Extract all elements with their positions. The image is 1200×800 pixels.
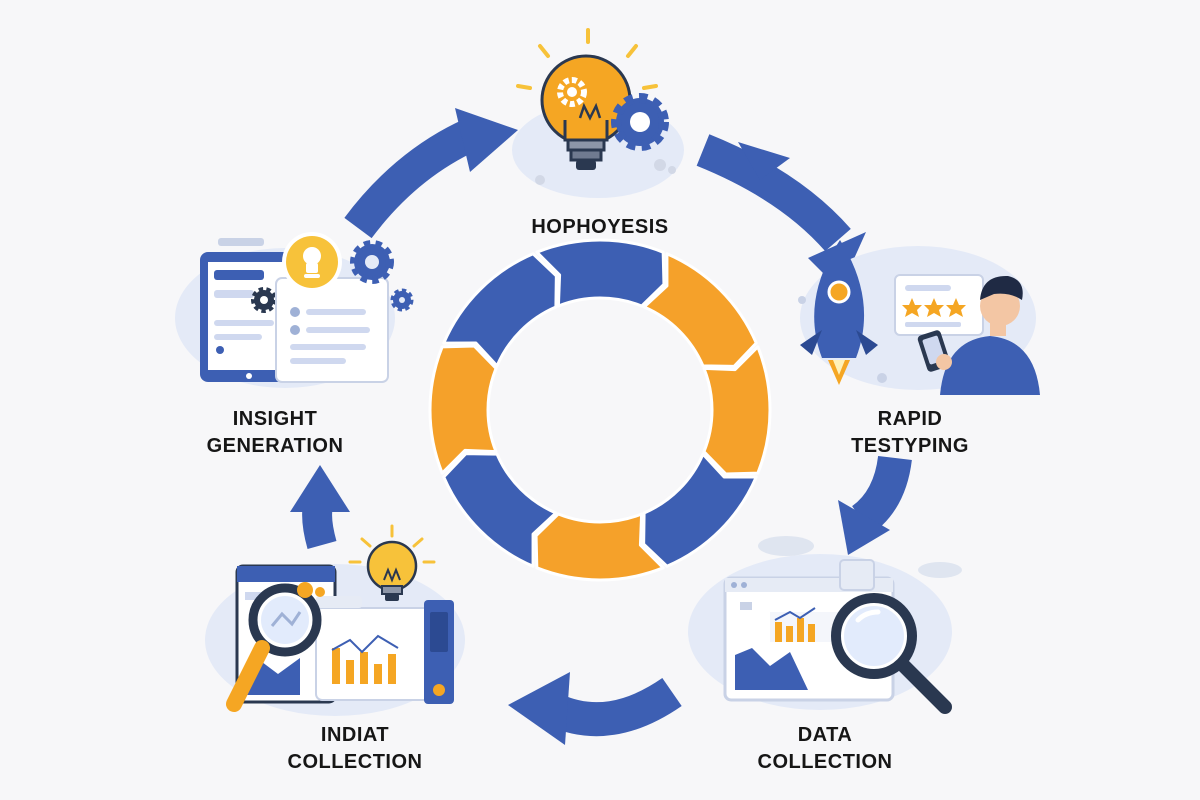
- lightbulb-icon: [282, 232, 342, 292]
- stage-label-data-line1: DATA: [797, 724, 853, 746]
- stage-label-rapid-line2: TESTYPING: [851, 435, 969, 457]
- gear-icon: [350, 240, 394, 284]
- hypothesis-illustration: [512, 28, 684, 198]
- ring-segment-7: [428, 344, 498, 475]
- ring-segment-1: [535, 238, 666, 308]
- lightbulb-icon: [348, 524, 436, 601]
- stage-label-insight-line2: GENERATION: [206, 435, 344, 457]
- stage-label-insight-line1: INSIGHT: [232, 408, 318, 430]
- bar-chart-icon: [770, 607, 838, 642]
- gear-icon: [251, 287, 277, 313]
- stage-label-data-line2: COLLECTION: [757, 751, 893, 773]
- outer-cycle-arrows: [290, 108, 912, 745]
- arrow-rapid-to-data: [838, 455, 912, 555]
- rapid-illustration: [798, 240, 1040, 395]
- insight-illustration: [175, 232, 414, 388]
- indiat-illustration: [205, 524, 465, 716]
- stage-label-hypothesis-line1: HOPHOYESIS: [531, 216, 669, 238]
- stage-label-data-collection: DATA COLLECTION: [725, 722, 925, 776]
- arrow-insight-to-hypothesis: [344, 108, 518, 239]
- gear-icon: [390, 288, 414, 312]
- person-icon: [940, 275, 1040, 395]
- ring-segment-8: [442, 252, 558, 368]
- data-illustration: [688, 536, 962, 714]
- ring-segment-4: [642, 452, 758, 568]
- stage-label-indiat-line2: COLLECTION: [287, 751, 423, 773]
- stage-label-rapid-line1: RAPID: [877, 408, 943, 430]
- stage-label-indiat-line1: INDIAT: [320, 724, 390, 746]
- phone-icon: [917, 330, 952, 372]
- stage-label-rapid-testing: RAPID TESTYPING: [810, 406, 1010, 460]
- magnifier-icon: [226, 582, 325, 712]
- arrow-indiat-to-insight: [290, 465, 350, 550]
- ring-segment-5: [534, 512, 665, 582]
- central-ring: [428, 238, 772, 582]
- ring-segment-3: [702, 345, 772, 476]
- star-rating-icon: [902, 298, 966, 317]
- rating-card: [894, 274, 984, 336]
- stage-label-insight-generation: INSIGHT GENERATION: [175, 406, 375, 460]
- magnifier-icon: [831, 593, 952, 714]
- ring-segment-6: [442, 452, 558, 568]
- stage-label-hypothesis: HOPHOYESIS: [470, 214, 730, 241]
- bar-chart-icon: [315, 596, 437, 701]
- gear-icon: [611, 93, 669, 151]
- rocket-icon: [800, 240, 878, 385]
- stage-label-indiat-collection: INDIAT COLLECTION: [255, 722, 455, 776]
- arrow-data-to-indiat: [508, 672, 682, 745]
- document-panel: [275, 277, 389, 383]
- server-tower: [424, 600, 454, 704]
- gear-icon: [557, 77, 587, 107]
- ring-segment-2: [642, 252, 758, 368]
